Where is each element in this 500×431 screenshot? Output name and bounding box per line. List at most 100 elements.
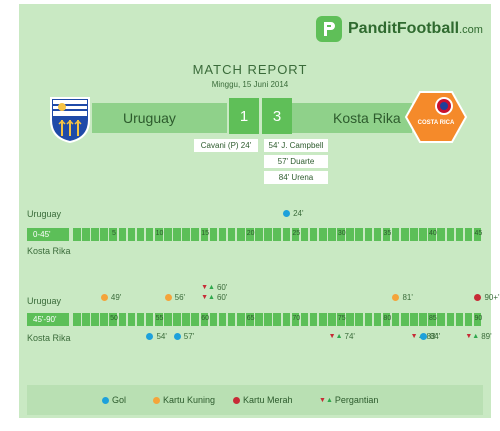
timeline-segment — [364, 313, 373, 326]
timeline-segment — [191, 228, 200, 241]
timeline-segment — [328, 228, 336, 241]
timeline-segment — [82, 228, 90, 241]
timeline-segment — [355, 228, 364, 241]
timeline-segment — [419, 313, 427, 326]
timeline-tick-label: 35 — [383, 230, 392, 237]
yellow-card-dot-icon — [100, 294, 108, 301]
sub-event[interactable]: ▼▲60' — [201, 293, 227, 302]
substitution-icon: ▼▲ — [201, 284, 215, 291]
timeline-tick-label: 90 — [474, 315, 483, 322]
timeline-segment — [355, 313, 364, 326]
timeline-segment — [91, 313, 99, 326]
timeline-segment — [382, 313, 391, 326]
timeline-segment — [346, 228, 354, 241]
timeline-segment — [437, 228, 446, 241]
timeline-segment — [410, 313, 418, 326]
timeline-segment — [428, 313, 436, 326]
timeline-segment — [309, 228, 318, 241]
away-scorer: 84' Urena — [264, 171, 328, 184]
timeline-segment — [173, 228, 181, 241]
event-minute-label: 54' — [156, 332, 167, 341]
timeline-segment — [200, 313, 209, 326]
timeline-tick-label: 20 — [246, 230, 255, 237]
timeline-segment — [282, 228, 291, 241]
red-card-dot-icon — [474, 294, 482, 301]
legend-red: Kartu Merah — [233, 395, 293, 405]
timeline-tick-label: 80 — [383, 315, 392, 322]
red-event[interactable]: 90+' — [474, 293, 500, 302]
timeline-segment — [337, 313, 345, 326]
sub-event[interactable]: ▼▲74' — [329, 332, 355, 341]
timeline-segment — [391, 228, 400, 241]
timeline-segment — [291, 228, 300, 241]
timeline-segment — [155, 313, 163, 326]
timeline-tick-label: 55 — [155, 315, 164, 322]
brand-suffix: .com — [459, 24, 483, 36]
timeline-segment — [164, 313, 172, 326]
away-score: 3 — [262, 98, 292, 134]
yellow-event[interactable]: 49' — [100, 293, 121, 302]
goal-dot-icon — [102, 396, 109, 404]
second-half-away-label: Kosta Rika — [27, 333, 71, 343]
legend-yellow: Kartu Kuning — [153, 395, 215, 405]
first-half-period-label: 0-45' — [27, 228, 69, 241]
brand-logo[interactable]: PanditFootball.com — [316, 14, 483, 44]
substitution-icon: ▼▲ — [319, 396, 333, 404]
timeline-segment — [82, 313, 90, 326]
goal-event[interactable]: 84' — [419, 332, 440, 341]
timeline-segment — [428, 228, 436, 241]
timeline-tick-label: 75 — [337, 315, 346, 322]
timeline-segment — [246, 228, 254, 241]
event-minute-label: 89' — [481, 332, 492, 341]
event-minute-label: 60' — [216, 283, 228, 292]
timeline-segment — [455, 228, 464, 241]
badge-text: COSTA RICA — [417, 120, 455, 126]
timeline-segment — [401, 228, 409, 241]
sub-event[interactable]: ▼▲60' — [201, 283, 227, 292]
timeline-segment — [373, 228, 382, 241]
timeline-segment — [255, 313, 263, 326]
timeline-segment — [100, 228, 108, 241]
goal-event[interactable]: 24' — [283, 209, 304, 218]
yellow-event[interactable]: 56' — [164, 293, 185, 302]
timeline-segment — [118, 313, 127, 326]
timeline-segment — [255, 228, 263, 241]
second-half-period-label: 45'-90' — [27, 313, 69, 326]
timeline-segment — [182, 313, 190, 326]
costa-rica-crest-icon: COSTA RICA — [404, 90, 468, 144]
goal-dot-icon — [173, 333, 181, 340]
timeline-tick-label: 25 — [292, 230, 301, 237]
timeline-segment — [127, 313, 136, 326]
timeline-segment — [73, 313, 81, 326]
goal-event[interactable]: 57' — [173, 332, 194, 341]
goal-dot-icon — [283, 210, 291, 217]
sub-event[interactable]: ▼▲89' — [465, 332, 491, 341]
timeline-segment — [218, 228, 227, 241]
timeline-segment — [309, 313, 318, 326]
first-half-away-label: Kosta Rika — [27, 246, 71, 256]
timeline-tick-label: 10 — [155, 230, 164, 237]
timeline-segment — [264, 228, 272, 241]
timeline-segment — [200, 228, 209, 241]
away-scorer: 54' J. Campbell — [264, 139, 328, 152]
timeline-segment — [100, 313, 108, 326]
legend-sub: ▼▲Pergantian — [319, 395, 379, 405]
timeline-segment — [410, 228, 418, 241]
first-half-home-label: Uruguay — [27, 209, 62, 219]
timeline-segment — [209, 313, 218, 326]
yellow-event[interactable]: 81' — [392, 293, 413, 302]
substitution-icon: ▼▲ — [201, 294, 215, 301]
home-scorer: Cavani (P) 24' — [194, 139, 258, 152]
timeline-segment — [300, 228, 309, 241]
red-card-dot-icon — [233, 396, 240, 404]
timeline-segment — [173, 313, 181, 326]
timeline-segment — [464, 228, 473, 241]
yellow-card-dot-icon — [164, 294, 172, 301]
timeline-segment — [182, 228, 190, 241]
goal-event[interactable]: 54' — [146, 332, 167, 341]
timeline-segment — [218, 313, 227, 326]
timeline-segment — [209, 228, 218, 241]
event-minute-label: 60' — [216, 293, 228, 302]
timeline-segment — [227, 313, 236, 326]
timeline-segment — [237, 228, 245, 241]
